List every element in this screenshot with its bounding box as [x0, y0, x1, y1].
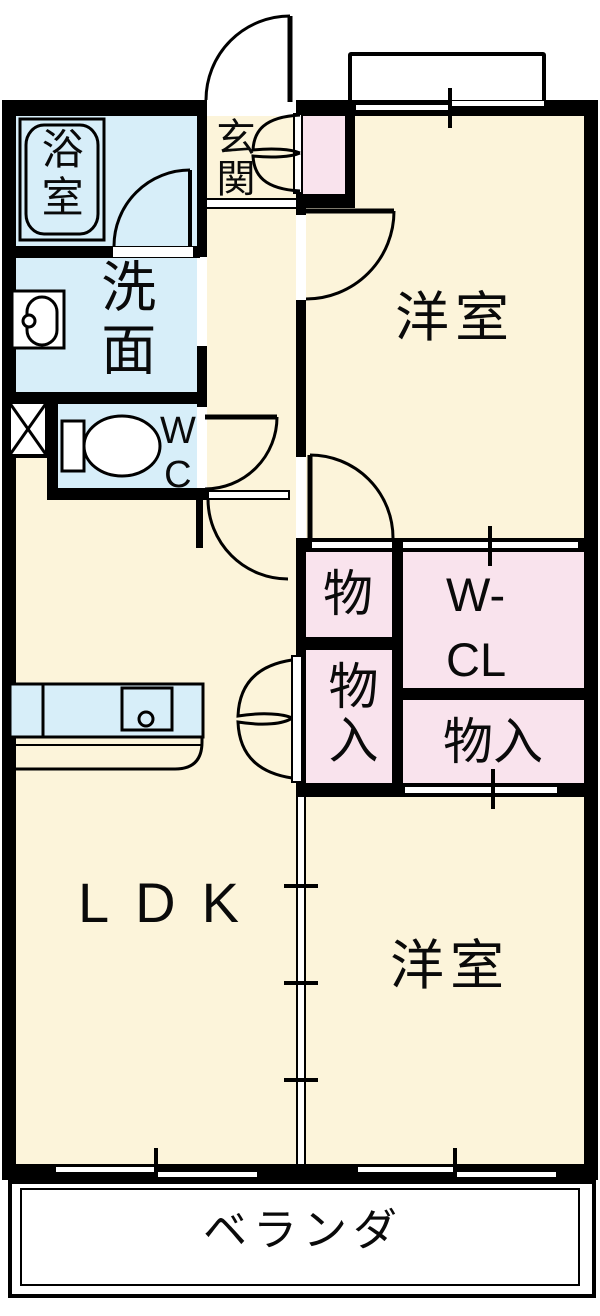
entrance-step [207, 200, 296, 207]
tick-divider-2 [284, 981, 318, 985]
wall-wc-bottom [47, 488, 207, 500]
room-door-opening-lower [296, 457, 306, 538]
top-window-sash-left [356, 105, 451, 110]
bottom-window-left-sash-b [156, 1172, 257, 1177]
wall-closet-bottom [296, 194, 355, 208]
storage-left-box [306, 650, 392, 783]
wall-hall-room-c [296, 538, 306, 795]
shoe-closet-front-opening [295, 115, 301, 192]
divider-line-a [296, 797, 298, 1164]
washroom-door-opening [197, 257, 207, 346]
wall-stub-hall [196, 496, 203, 548]
wall-wcl-top-line [312, 542, 578, 548]
bay-window [348, 52, 546, 106]
wall-wcl-bottom [403, 688, 584, 700]
tick-wcl-top [488, 526, 492, 566]
wall-hall-room-a [296, 203, 306, 215]
label-western-room-lower: 洋室 [390, 936, 510, 996]
walk-in-closet-box [403, 552, 584, 688]
tick-bottom-window-left [154, 1148, 158, 1196]
storage-top-box [306, 552, 392, 637]
room-door-opening-upper [296, 215, 306, 300]
label-entrance: 玄関 [210, 117, 254, 199]
wall-right [584, 100, 598, 1180]
bottom-window-right-sash-b [456, 1172, 556, 1177]
wall-wash-bottom [16, 392, 197, 404]
entrance-door-icon [204, 14, 293, 102]
label-washroom: 洗面 [92, 258, 155, 384]
toilet-door-opening [197, 407, 207, 488]
veranda-area [8, 1180, 596, 1298]
shoe-closet [303, 114, 345, 194]
label-storage-right: 物入 [443, 714, 543, 770]
top-window-sash-right [450, 101, 544, 106]
bottom-window-right-sash-a [358, 1167, 457, 1172]
label-western-room-upper: 洋室 [395, 288, 515, 348]
label-storage-top: 物 [323, 566, 373, 622]
wall-closet-right [345, 112, 355, 208]
tick-closet-bottom [491, 769, 495, 809]
divider-ldk-room [296, 797, 306, 1164]
veranda-inner-line [20, 1188, 580, 1286]
label-toilet: WC [156, 410, 199, 498]
bath-door-opening [113, 247, 193, 257]
label-storage-left: 物入 [321, 660, 378, 768]
tick-divider-3 [284, 1078, 318, 1082]
label-ldk: LDK [78, 871, 265, 934]
label-walk-in-closet: W-CL [446, 568, 507, 686]
wall-storage-top-bottom [296, 637, 392, 650]
bottom-window-left-sash-a [56, 1167, 157, 1172]
wall-closet-mid [392, 538, 403, 795]
label-veranda: ベランダ [203, 1206, 403, 1255]
wall-hall-room-b [296, 300, 306, 457]
tick-top-window [448, 88, 452, 128]
label-bathroom: 浴室 [36, 127, 84, 223]
wall-closet-row-line [405, 787, 557, 793]
tick-divider-1 [284, 884, 318, 888]
wall-left [2, 100, 16, 1180]
wall-wc-left [47, 392, 58, 500]
entrance-opening [207, 100, 296, 116]
divider-line-b [304, 797, 306, 1164]
tick-bottom-window-right [453, 1148, 457, 1196]
